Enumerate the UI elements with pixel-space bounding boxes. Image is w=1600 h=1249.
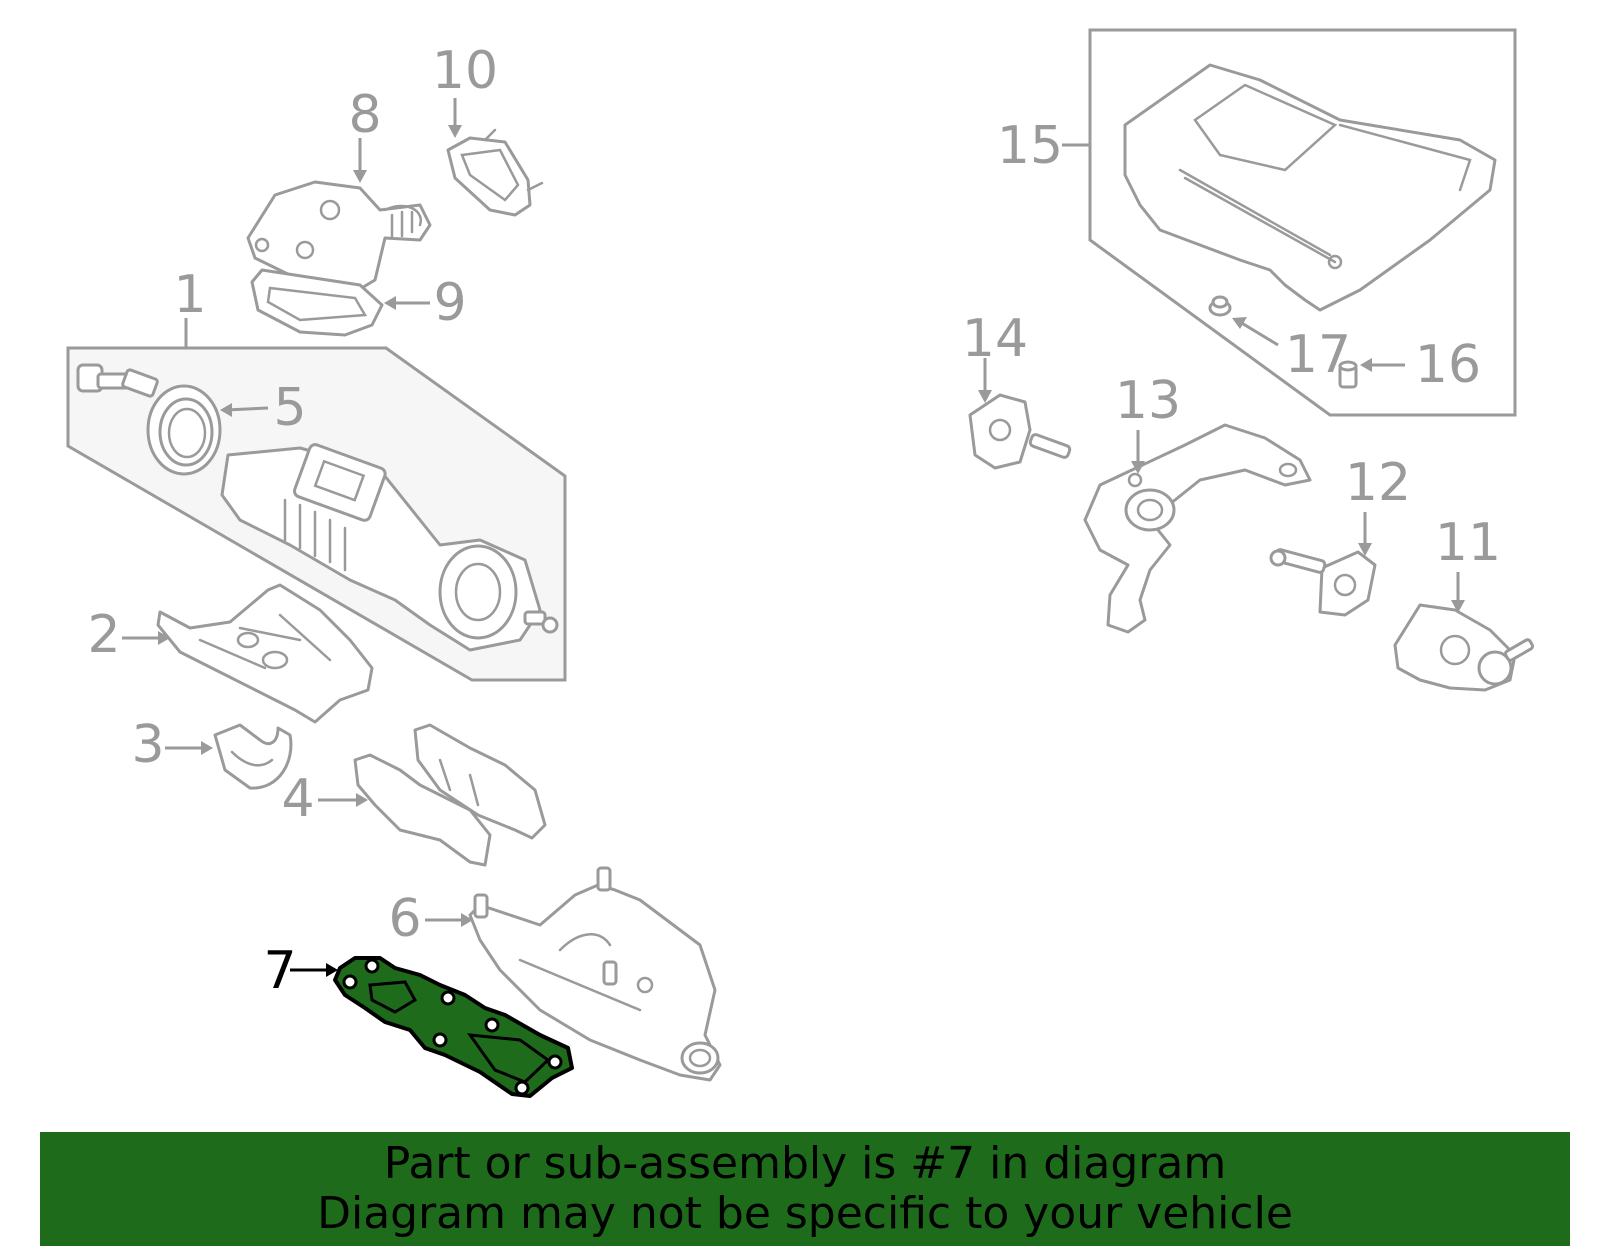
part-14-sensor <box>968 393 1072 470</box>
arrow-3 <box>201 741 213 755</box>
part-8-housing <box>246 180 432 297</box>
info-banner: Part or sub-assembly is #7 in diagram Di… <box>40 1132 1570 1246</box>
part-4-brackets <box>353 723 547 867</box>
part-12-stud-flange <box>1269 548 1377 617</box>
part-13-pipe <box>1083 423 1312 634</box>
callout-1: 1 <box>173 265 206 325</box>
arrow-6 <box>461 913 473 927</box>
part-1-turbocharger-body <box>220 443 559 652</box>
arrow-10 <box>448 125 462 138</box>
callout-14: 14 <box>962 309 1028 369</box>
callout-10: 10 <box>432 41 498 101</box>
part-6-manifold <box>468 866 722 1082</box>
arrow-14 <box>978 390 992 403</box>
callout-4: 4 <box>281 769 314 829</box>
arrow-17 <box>1232 317 1247 329</box>
callout-6: 6 <box>388 889 421 949</box>
banner-line-2: Diagram may not be specific to your vehi… <box>317 1188 1293 1239</box>
callout-5: 5 <box>273 378 306 438</box>
part-2-heat-shield <box>156 583 374 724</box>
bolt-part <box>76 363 159 398</box>
callout-12: 12 <box>1345 453 1411 513</box>
arrow-9 <box>384 296 396 310</box>
leader-5 <box>225 406 269 412</box>
arrow-8 <box>353 170 367 183</box>
part-9-gasket <box>250 268 384 337</box>
arrow-2 <box>158 631 170 645</box>
arrow-4 <box>356 793 368 807</box>
callout-2: 2 <box>87 605 120 665</box>
callout-8: 8 <box>348 85 381 145</box>
callout-9: 9 <box>433 273 466 333</box>
callout-3: 3 <box>131 715 164 775</box>
callout-15: 15 <box>997 116 1063 176</box>
callout-11: 11 <box>1435 513 1501 573</box>
part-3-clamp <box>213 723 293 790</box>
part-10-flange <box>446 128 544 217</box>
part-16-nut <box>1338 360 1358 389</box>
part-15-engine-cover <box>1123 63 1497 312</box>
arrow-13 <box>1131 461 1145 474</box>
part-7-gasket-highlighted <box>333 956 574 1098</box>
callout-7: 7 <box>263 941 296 1001</box>
callout-16: 16 <box>1415 335 1481 395</box>
arrow-12 <box>1358 543 1372 556</box>
callout-13: 13 <box>1115 371 1181 431</box>
part-11-valve <box>1393 603 1535 692</box>
arrow-16 <box>1360 358 1372 372</box>
part-5-seal-ring <box>146 384 222 476</box>
callout-17: 17 <box>1285 325 1351 385</box>
arrow-11 <box>1451 600 1465 613</box>
arrow-7 <box>326 963 338 977</box>
part-17-grommet <box>1208 295 1232 317</box>
banner-line-1: Part or sub-assembly is #7 in diagram <box>383 1138 1227 1189</box>
arrow-5 <box>220 403 232 417</box>
leader-17 <box>1239 320 1279 347</box>
